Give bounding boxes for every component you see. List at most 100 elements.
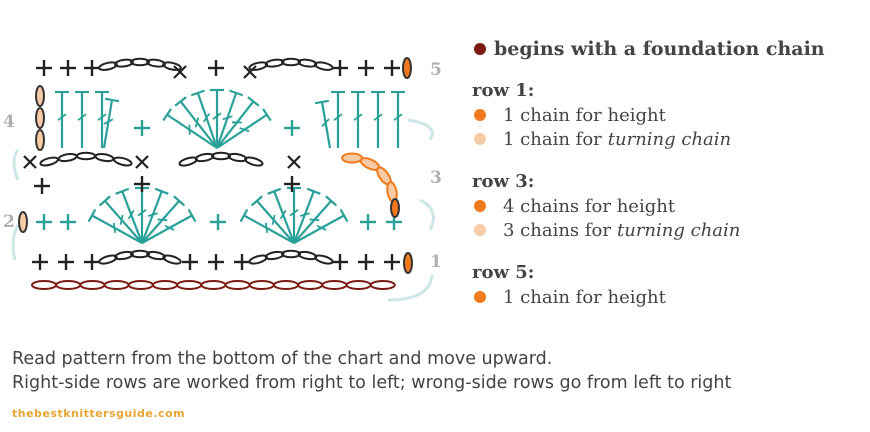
stitch-stroke — [190, 89, 205, 97]
chain-stitch — [403, 252, 413, 274]
stitch-stroke — [77, 113, 87, 121]
chain-stitch — [194, 152, 215, 163]
chain-stitch — [55, 280, 82, 290]
stitch-stroke — [135, 155, 149, 169]
single-crochet-stitch — [60, 60, 76, 76]
double-crochet-stitch — [287, 186, 301, 243]
double-crochet-stitch — [267, 187, 296, 244]
stitch-stroke — [187, 208, 197, 223]
stitch-stroke — [121, 190, 144, 244]
site-watermark: thebestknittersguide.com — [12, 407, 186, 420]
chain-stitch — [79, 280, 106, 290]
single-crochet-stitch — [84, 60, 100, 76]
chain-stitch — [390, 198, 400, 218]
double-crochet-stitch — [98, 195, 143, 244]
single-crochet-stitch — [384, 254, 400, 270]
stitch-stroke — [98, 195, 111, 207]
row-3-stitches — [23, 151, 400, 218]
stitch-stroke — [115, 187, 130, 195]
stitch-stroke — [102, 99, 114, 149]
stitch-stroke — [196, 92, 219, 149]
chain-stitch — [127, 280, 154, 290]
slip-stitch — [287, 155, 301, 169]
chain-stitch — [35, 129, 45, 151]
single-crochet-stitch — [134, 176, 150, 192]
double-crochet-stitch — [87, 208, 143, 244]
chain-stitch — [281, 57, 301, 67]
single-crochet-stitch — [384, 60, 400, 76]
single-crochet-stitch — [358, 60, 374, 76]
double-crochet-stitch — [174, 96, 218, 149]
chain-stitch — [369, 280, 396, 290]
stitch-stroke — [179, 100, 218, 149]
stitch-stroke — [316, 224, 327, 231]
stitch-stroke — [164, 224, 175, 231]
row-2-stitches — [18, 186, 402, 244]
chain-stitch — [152, 280, 178, 290]
legend-item-text: 3 chains for — [503, 219, 611, 241]
single-crochet-stitch — [58, 254, 74, 270]
legend-row-1: row 1: 1 chain for height 1 chain for tu… — [472, 80, 867, 151]
slip-stitch — [173, 65, 187, 79]
double-crochet-stitch — [331, 90, 345, 148]
double-crochet-stitch — [293, 208, 349, 244]
direction-arrow — [407, 118, 434, 141]
chain-stitch — [103, 280, 130, 290]
chain-stitch — [162, 254, 182, 265]
row-1-stitches — [32, 249, 400, 270]
stitch-stroke — [174, 96, 187, 107]
single-crochet-stitch — [182, 254, 198, 270]
chain-stitch — [321, 280, 348, 290]
stitch-stroke — [103, 118, 114, 125]
legend-item: 1 chain for height — [472, 285, 867, 309]
chain-stitch — [297, 280, 324, 290]
chain-stitch — [39, 156, 59, 167]
stitch-stroke — [104, 200, 143, 244]
stitch-stroke — [309, 218, 320, 222]
legend-row-3: row 3: 4 chains for height 3 chains for … — [472, 171, 867, 242]
stitch-stroke — [194, 117, 200, 128]
stitch-stroke — [97, 113, 107, 121]
chain-stitch — [114, 58, 134, 68]
chain-stitch — [264, 250, 285, 261]
instruction-line-1: Read pattern from the bottom of the char… — [12, 349, 553, 369]
stitch-stroke — [287, 155, 301, 169]
stitch-stroke — [267, 187, 282, 195]
stitch-stroke — [140, 190, 163, 244]
double-crochet-stitch — [351, 90, 365, 148]
legend-row-3-title: row 3: — [472, 171, 535, 192]
legend-item: 1 chain for height — [472, 103, 867, 127]
chain-stitch — [57, 152, 78, 163]
double-crochet-stitch — [141, 208, 197, 244]
stitch-stroke — [87, 208, 97, 223]
stitch-stroke — [273, 190, 296, 244]
chain-stitch — [98, 254, 118, 265]
single-crochet-stitch — [358, 254, 374, 270]
chain-stitch — [248, 61, 269, 71]
chain-stitch — [130, 249, 150, 259]
chain-stitch — [345, 280, 372, 290]
single-crochet-stitch — [32, 254, 48, 270]
chain-stitch — [18, 211, 28, 233]
row-number-4: 4 — [3, 112, 15, 132]
stitch-stroke — [154, 187, 169, 195]
stitch-stroke — [306, 187, 321, 195]
chain-stitch — [130, 57, 150, 67]
stitch-stroke — [104, 97, 120, 103]
double-crochet-stitch — [371, 90, 385, 148]
stitch-stroke — [166, 113, 218, 149]
single-crochet-stitch — [332, 254, 348, 270]
single-crochet-stitch — [208, 60, 224, 76]
foundation-chain-dot-icon — [474, 43, 486, 55]
chain-stitch — [31, 280, 57, 290]
legend-row-5: row 5: 1 chain for height — [472, 262, 867, 309]
stitch-stroke — [262, 108, 272, 122]
double-crochet-stitch — [239, 208, 295, 244]
double-crochet-stitch — [190, 89, 219, 149]
legend-item: 4 chains for height — [472, 194, 867, 218]
height-chain-dot-icon — [474, 291, 486, 303]
stitch-stroke — [216, 100, 255, 149]
single-crochet-stitch — [234, 254, 250, 270]
single-crochet-stitch — [84, 254, 100, 270]
double-crochet-stitch — [141, 195, 186, 244]
